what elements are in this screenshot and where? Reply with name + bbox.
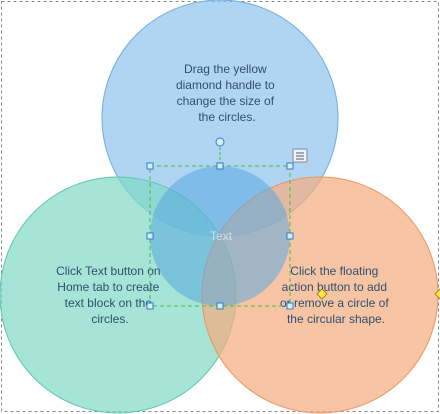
center-circle[interactable] <box>150 166 290 306</box>
circle-top-line: change the size of <box>177 94 275 108</box>
circle-top-line: Drag the yellow <box>184 62 267 76</box>
circle-left-text: Click Text button on Home tab to create … <box>56 264 164 326</box>
circle-right-text: Click the floating action button to add … <box>280 264 392 326</box>
circle-top-line: diamond handle to <box>176 78 275 92</box>
resize-handle-e[interactable] <box>286 232 294 240</box>
resize-handle-ne[interactable] <box>286 162 294 170</box>
diamond-handle[interactable] <box>316 288 328 300</box>
circle-left-line: text block on the <box>65 296 153 310</box>
resize-handle-n[interactable] <box>216 162 224 170</box>
resize-handle-sw[interactable] <box>146 302 154 310</box>
circle-left-line: Click Text button on <box>56 264 161 278</box>
circle-left-line: Home tab to create <box>57 280 159 294</box>
resize-handle-s[interactable] <box>216 302 224 310</box>
circle-right-line: the circular shape. <box>287 312 385 326</box>
circle-top-text: Drag the yellow diamond handle to change… <box>176 62 278 124</box>
resize-handle-nw[interactable] <box>146 162 154 170</box>
center-text[interactable]: Text <box>210 229 233 243</box>
resize-handle-w[interactable] <box>146 232 154 240</box>
circle-right-line: Click the floating <box>290 264 378 278</box>
circle-left-line: circles. <box>91 312 128 326</box>
diamond-handle-edge[interactable] <box>434 288 440 300</box>
rotation-handle[interactable] <box>215 137 225 147</box>
floating-action-button[interactable] <box>292 148 308 163</box>
circle-top-line: the circles. <box>198 110 255 124</box>
circle-right-line: action button to add <box>282 280 387 294</box>
resize-handle-se[interactable] <box>286 302 294 310</box>
circle-right-line: or remove a circle of <box>280 296 389 310</box>
